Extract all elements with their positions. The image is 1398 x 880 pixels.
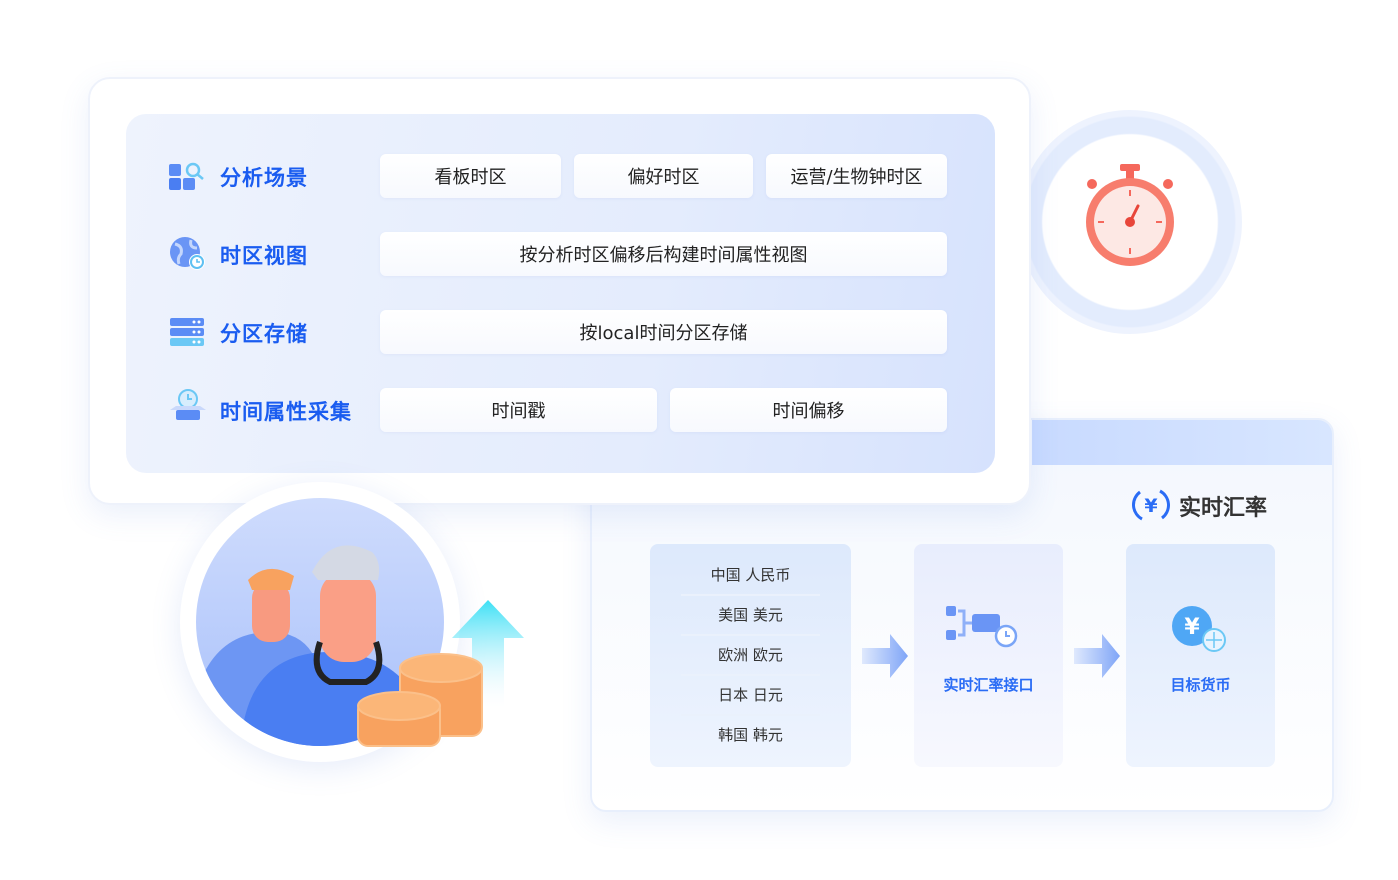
currency-item: 韩国 韩元 xyxy=(718,726,783,744)
box-clock-icon xyxy=(170,389,206,420)
exchange-title: 实时汇率 xyxy=(1179,496,1268,521)
arrow-right-icon xyxy=(1074,634,1120,678)
coins-up-arrow-icon xyxy=(357,600,524,747)
currency-item: 日本 日元 xyxy=(718,686,783,704)
yen-coin-icon: ¥ xyxy=(1172,606,1226,652)
currency-item: 美国 美元 xyxy=(718,606,783,624)
pill-partition-desc: 按local时间分区存储 xyxy=(380,310,947,354)
yen-refresh-icon: ¥ xyxy=(1132,489,1170,521)
scenario-panel: 分析场景 看板时区 偏好时区 运营/生物钟时区 时区视图 按分析时区偏移后构建时… xyxy=(126,114,995,473)
row-label-time-attr-collection: 时间属性采集 xyxy=(220,400,352,424)
globe-clock-icon xyxy=(170,237,205,270)
arrow-right-icon xyxy=(862,634,908,678)
svg-text:¥: ¥ xyxy=(1144,495,1157,517)
people-avatar xyxy=(196,498,444,746)
pill-timezone-view-desc: 按分析时区偏移后构建时间属性视图 xyxy=(380,232,947,276)
divider xyxy=(681,674,820,676)
flow-clock-icon xyxy=(946,606,1018,648)
svg-text:¥: ¥ xyxy=(1184,615,1200,640)
pill-timestamp: 时间戳 xyxy=(380,388,657,432)
row-label-timezone-view: 时区视图 xyxy=(220,244,308,268)
exchange-api-box: 实时汇率接口 xyxy=(914,544,1063,767)
divider xyxy=(681,714,820,716)
target-currency-box: ¥ 目标货币 xyxy=(1126,544,1275,767)
row-label-partition-storage: 分区存储 xyxy=(220,322,308,346)
stopwatch-badge xyxy=(1018,110,1242,334)
time-zone-scenario-card: 分析场景 看板时区 偏好时区 运营/生物钟时区 时区视图 按分析时区偏移后构建时… xyxy=(88,77,1031,505)
pill-dashboard-timezone: 看板时区 xyxy=(380,154,561,198)
card-header-strip xyxy=(1032,420,1332,465)
exchange-api-label: 实时汇率接口 xyxy=(943,676,1034,694)
grid-search-icon xyxy=(169,162,204,190)
stopwatch-icon xyxy=(1086,164,1174,266)
divider xyxy=(681,594,820,596)
row-label-analysis-scenario: 分析场景 xyxy=(220,166,308,190)
pill-preferred-timezone: 偏好时区 xyxy=(574,154,753,198)
pill-operation-timezone: 运营/生物钟时区 xyxy=(766,154,947,198)
divider xyxy=(681,634,820,636)
currency-item: 中国 人民币 xyxy=(710,566,791,584)
currency-list: 中国 人民币 美国 美元 欧洲 欧元 日本 日元 韩国 韩元 xyxy=(650,544,851,767)
target-currency-label: 目标货币 xyxy=(1170,676,1231,694)
currency-item: 欧洲 欧元 xyxy=(718,646,783,664)
server-stack-icon xyxy=(170,318,204,346)
pill-time-offset: 时间偏移 xyxy=(670,388,947,432)
